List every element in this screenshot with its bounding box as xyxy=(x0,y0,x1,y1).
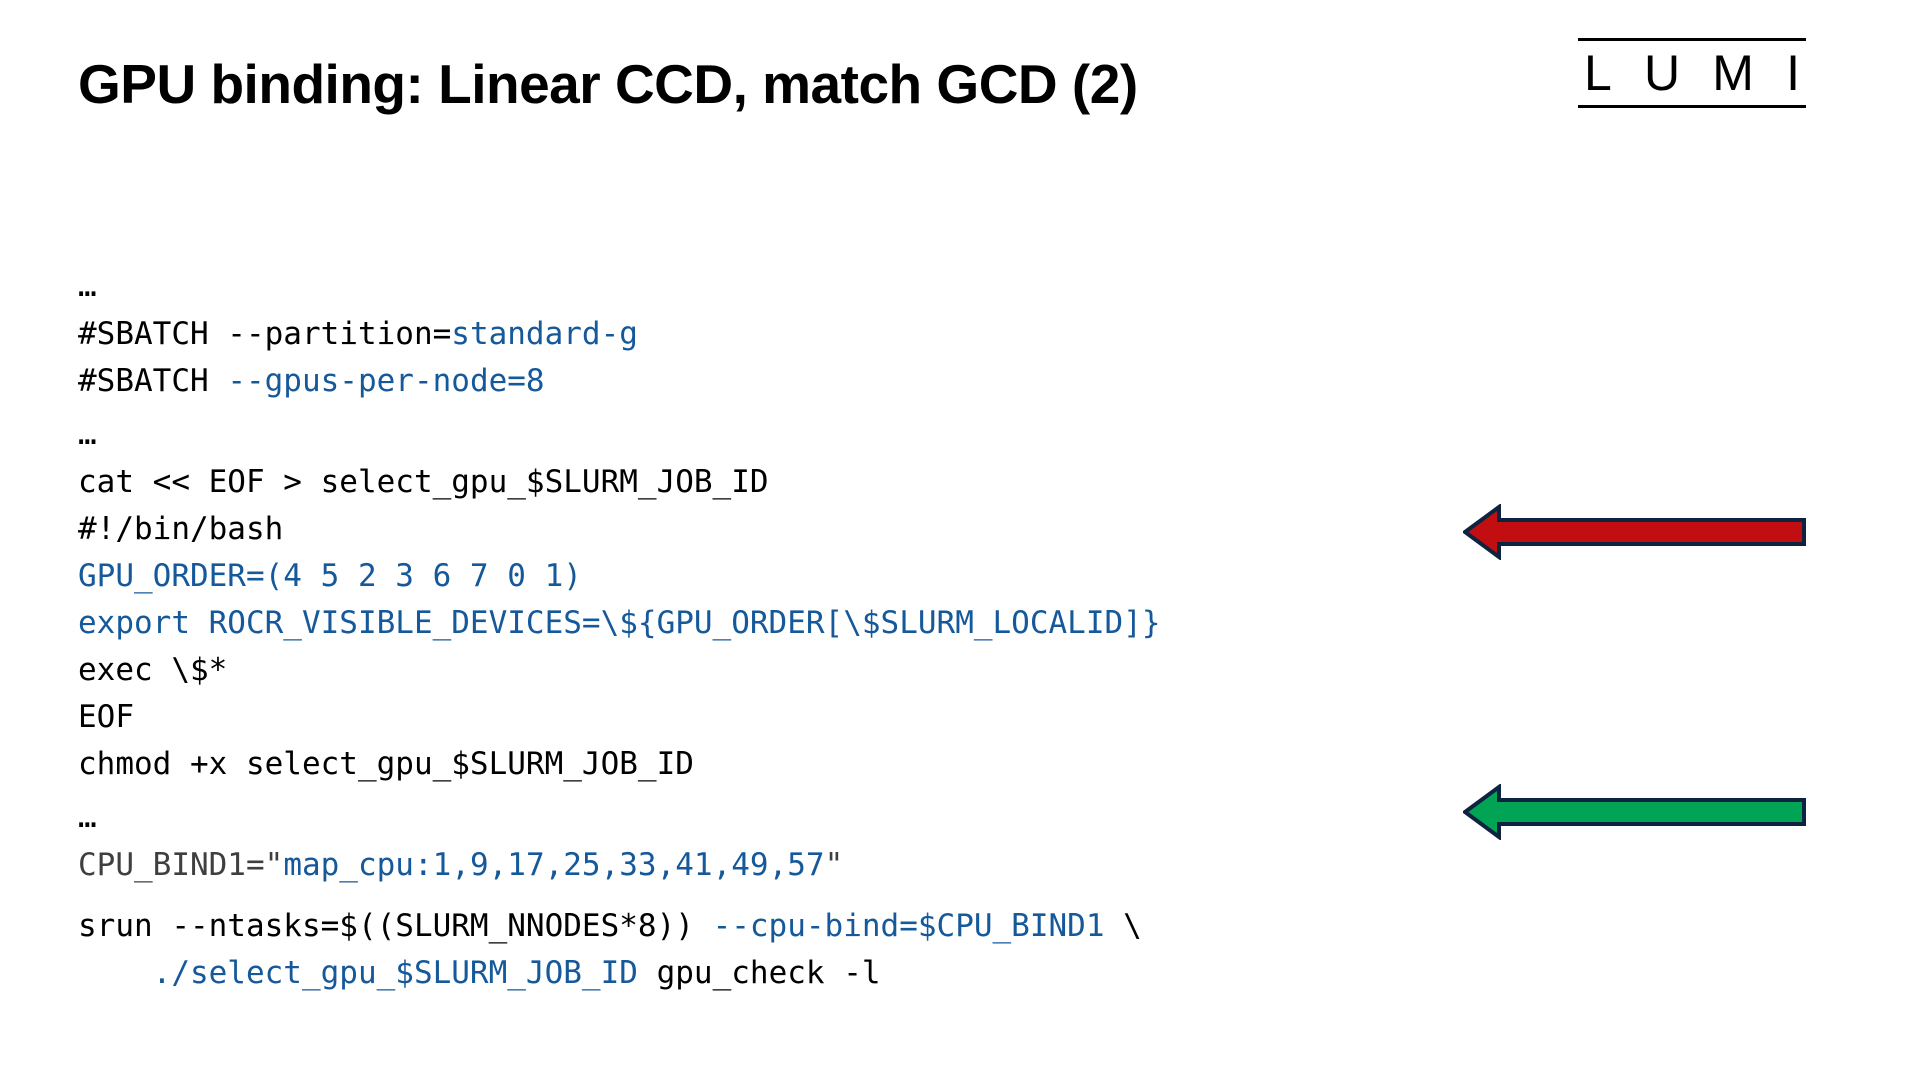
green-left-arrow xyxy=(1463,784,1806,840)
code-segment: --gpus-per-node=8 xyxy=(227,363,545,399)
code-segment: \ xyxy=(1104,908,1142,944)
code-line-l08: export ROCR_VISIBLE_DEVICES=\${GPU_ORDER… xyxy=(78,600,1498,647)
code-line-l13: CPU_BIND1="map_cpu:1,9,17,25,33,41,49,57… xyxy=(78,842,1498,889)
code-line-l11: chmod +x select_gpu_$SLURM_JOB_ID xyxy=(78,741,1498,788)
code-segment: gpu_check -l xyxy=(637,955,881,991)
code-segment: #!/bin/bash xyxy=(78,511,284,547)
code-line-l01: … xyxy=(78,271,1498,311)
code-segment: EOF xyxy=(78,699,134,735)
code-segment: #SBATCH --partition= xyxy=(78,316,452,352)
code-segment: chmod +x select_gpu_$SLURM_JOB_ID xyxy=(78,746,694,782)
code-segment: … xyxy=(78,268,97,304)
logo-letter-m: M xyxy=(1712,45,1754,101)
logo-letters: L U M I xyxy=(1578,38,1806,108)
code-segment: CPU_BIND1=" xyxy=(78,847,284,883)
code-segment: cat << EOF > select_gpu_$SLURM_JOB_ID xyxy=(78,464,769,500)
code-line-gap2 xyxy=(78,788,1498,802)
code-line-l05: cat << EOF > select_gpu_$SLURM_JOB_ID xyxy=(78,459,1498,506)
code-line-gap1 xyxy=(78,405,1498,419)
logo-bottom-rule xyxy=(1578,105,1806,108)
code-segment: --cpu-bind=$CPU_BIND1 xyxy=(693,908,1105,944)
code-line-l07: GPU_ORDER=(4 5 2 3 6 7 0 1) xyxy=(78,553,1498,600)
code-segment: … xyxy=(78,416,97,452)
lumi-logo: L U M I xyxy=(1578,38,1806,108)
logo-letter-u: U xyxy=(1643,45,1681,101)
code-segment: standard-g xyxy=(451,316,638,352)
code-line-l15: ./select_gpu_$SLURM_JOB_ID gpu_check -l xyxy=(78,950,1498,997)
code-segment: … xyxy=(78,799,97,835)
code-line-gap3 xyxy=(78,889,1498,903)
code-segment: GPU_ORDER=(4 5 2 3 6 7 0 1) xyxy=(78,558,582,594)
code-segment: export ROCR_VISIBLE_DEVICES=\${GPU_ORDER… xyxy=(78,605,1161,641)
code-line-l12: … xyxy=(78,802,1498,842)
code-line-l06: #!/bin/bash xyxy=(78,506,1498,553)
code-block: …#SBATCH --partition=standard-g#SBATCH -… xyxy=(78,271,1498,997)
logo-top-rule xyxy=(1578,38,1806,41)
page-title: GPU binding: Linear CCD, match GCD (2) xyxy=(78,53,1138,115)
code-line-l14: srun --ntasks=$((SLURM_NNODES*8)) --cpu-… xyxy=(78,903,1498,950)
code-line-l03: #SBATCH --gpus-per-node=8 xyxy=(78,358,1498,405)
logo-letter-l: L xyxy=(1584,45,1612,101)
red-left-arrow xyxy=(1463,504,1806,560)
code-segment: exec \$* xyxy=(78,652,228,688)
code-line-l02: #SBATCH --partition=standard-g xyxy=(78,311,1498,358)
code-segment: " xyxy=(824,847,844,883)
code-line-l10: EOF xyxy=(78,694,1498,741)
code-segment: srun --ntasks=$((SLURM_NNODES*8)) xyxy=(78,908,694,944)
code-segment: map_cpu:1,9,17,25,33,41,49,57 xyxy=(283,847,825,883)
code-line-l04: … xyxy=(78,419,1498,459)
code-line-l09: exec \$* xyxy=(78,647,1498,694)
code-segment: #SBATCH xyxy=(78,363,228,399)
code-segment: ./select_gpu_$SLURM_JOB_ID xyxy=(78,955,638,991)
logo-letter-i: I xyxy=(1786,45,1800,101)
